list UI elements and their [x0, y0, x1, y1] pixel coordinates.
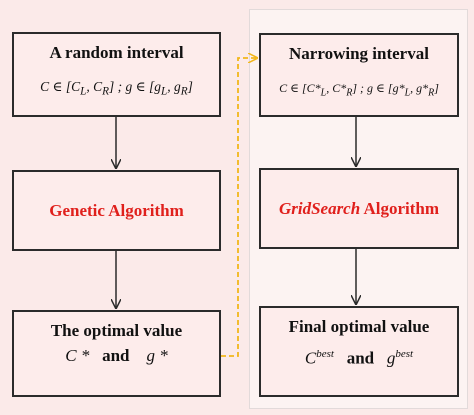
optimal-value-symbols: C * and g *	[65, 346, 168, 365]
narrowing-interval-formula: C ∈ [C*L, C*R] ; g ∈ [g*L, g*R]	[279, 81, 439, 99]
optimal-value-box: The optimal value C * and g *	[12, 310, 221, 397]
genetic-algorithm-label: Genetic Algorithm	[49, 201, 184, 220]
narrowing-interval-box: Narrowing interval C ∈ [C*L, C*R] ; g ∈ …	[259, 33, 459, 117]
optimal-value-title: The optimal value	[50, 321, 183, 340]
final-optimal-value-title: Final optimal value	[288, 317, 430, 336]
gridsearch-algorithm-box: GridSearch Algorithm	[259, 168, 459, 249]
random-interval-box: A random interval C ∈ [CL, CR] ; g ∈ [gL…	[12, 32, 221, 117]
genetic-algorithm-box: Genetic Algorithm	[12, 170, 221, 251]
random-interval-title: A random interval	[49, 43, 184, 62]
gridsearch-algorithm-label: GridSearch Algorithm	[278, 199, 440, 218]
random-interval-formula: C ∈ [CL, CR] ; g ∈ [gL, gR]	[40, 79, 193, 98]
final-optimal-value-box: Final optimal value Cbest and gbest	[259, 306, 459, 397]
final-optimal-value-symbols: Cbest and gbest	[304, 348, 414, 368]
narrowing-interval-title: Narrowing interval	[289, 44, 429, 63]
dashed-connector-optimal-to-narrowing	[221, 58, 257, 357]
